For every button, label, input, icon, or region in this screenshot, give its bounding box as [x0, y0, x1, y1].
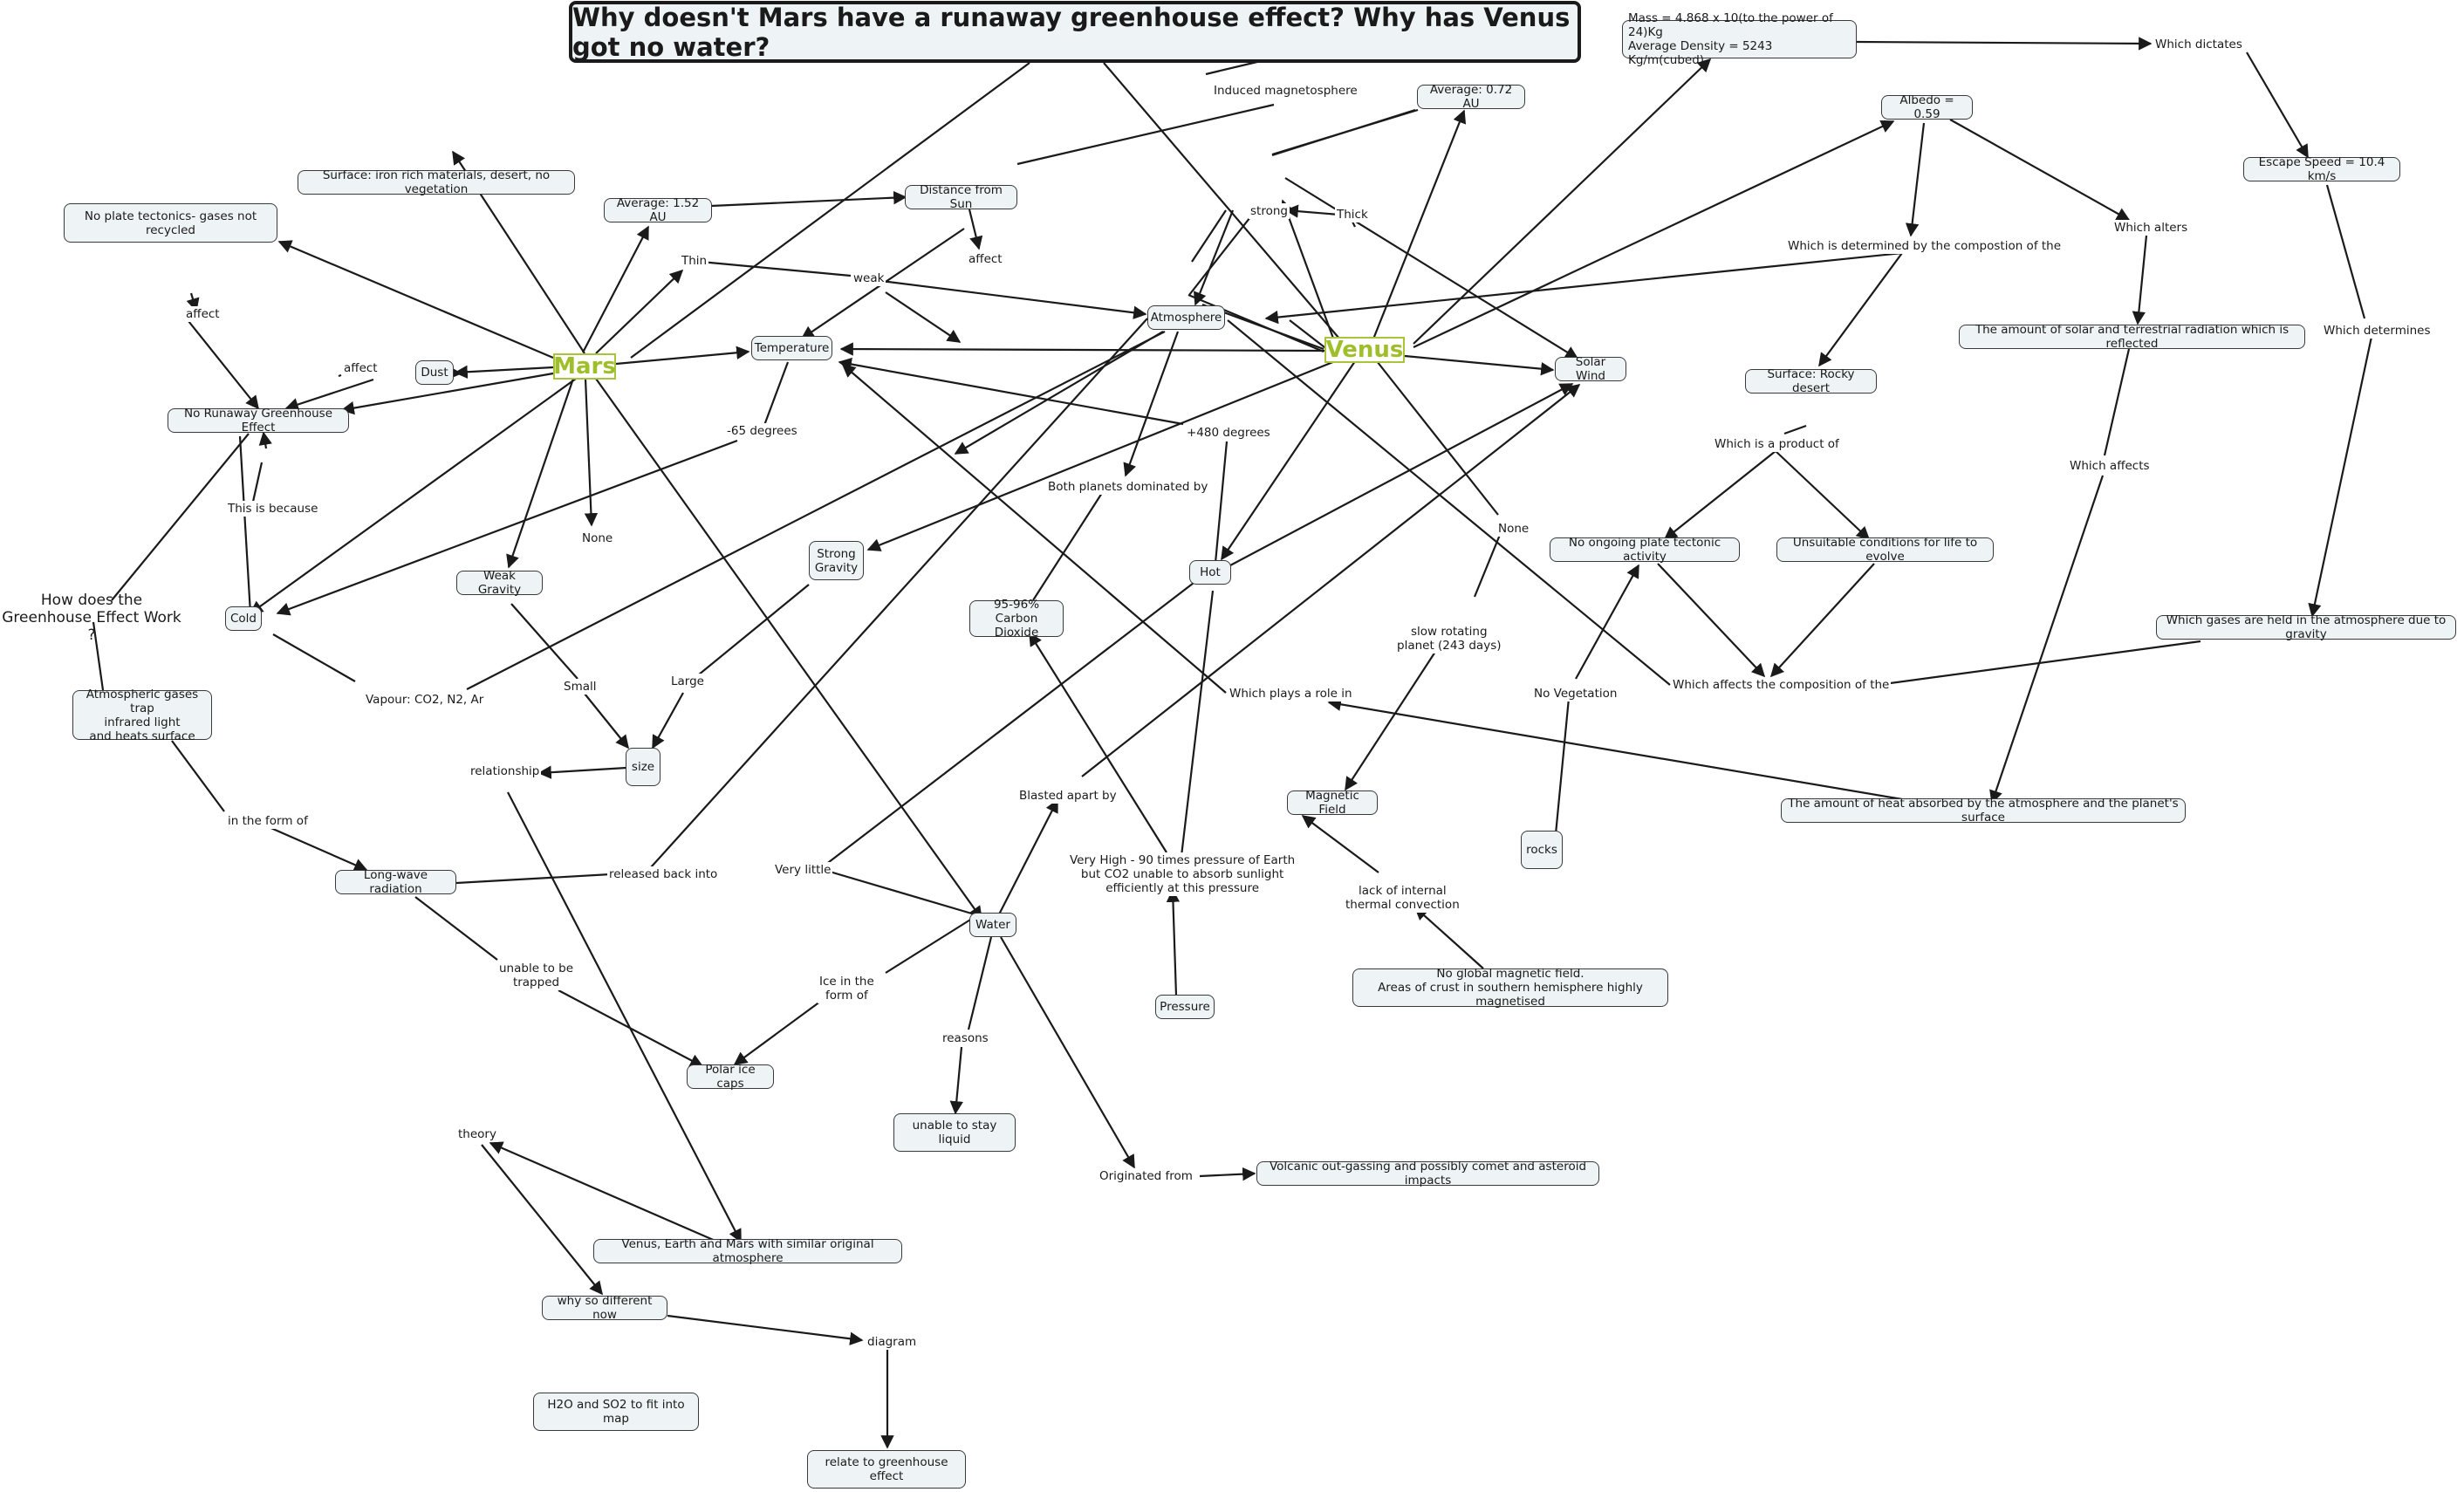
weak-gravity-node[interactable]: Weak Gravity — [456, 569, 543, 597]
albedo-node[interactable]: Albedo = 0.59 — [1881, 93, 1973, 121]
venus-distance-node[interactable]: Average: 0.72 AU — [1417, 83, 1525, 111]
link-unable-trapped: unable to be trapped — [497, 961, 576, 990]
size-node[interactable]: size — [626, 748, 660, 786]
link-diagram: diagram — [866, 1334, 919, 1350]
dust-node[interactable]: Dust — [415, 360, 454, 385]
link-this-is-because: This is because — [226, 501, 320, 517]
link-no-vegetation: No Vegetation — [1532, 686, 1619, 702]
long-wave-node[interactable]: Long-wave radiation — [335, 868, 456, 896]
rocks-node[interactable]: rocks — [1521, 831, 1563, 869]
link-how-greenhouse: How does the Greenhouse Effect Work ? — [2, 592, 181, 644]
unable-liquid-node[interactable]: unable to stay liquid — [893, 1113, 1016, 1152]
escape-speed-node[interactable]: Escape Speed = 10.4 km/s — [2243, 155, 2400, 183]
unsuitable-life-node[interactable]: Unsuitable conditions for life to evolve — [1776, 536, 1994, 564]
link-blasted-apart: Blasted apart by — [1017, 788, 1119, 804]
link-which-dictates: Which dictates — [2153, 37, 2244, 52]
volcanic-node[interactable]: Volcanic out-gassing and possibly comet … — [1256, 1160, 1599, 1187]
link-none-venus: None — [1496, 521, 1531, 537]
link-affect-top: affect — [967, 251, 1004, 267]
surface-rocky-node[interactable]: Surface: Rocky desert — [1745, 367, 1877, 395]
mass-density-node[interactable]: Mass = 4.868 x 10(to the power of 24)Kg … — [1622, 11, 1857, 67]
link-which-alters: Which alters — [2112, 220, 2190, 236]
link-large: Large — [669, 674, 706, 689]
link-originated-from: Originated from — [1098, 1168, 1194, 1184]
gases-held-node[interactable]: Which gases are held in the atmosphere d… — [2156, 613, 2456, 641]
temperature-node[interactable]: Temperature — [751, 336, 832, 360]
atmosphere-node[interactable]: Atmosphere — [1147, 305, 1225, 330]
link-affect-dust: affect — [342, 360, 380, 376]
link-vapour: Vapour: CO2, N2, Ar — [364, 692, 486, 708]
greenhouse-trap-node[interactable]: Atmospheric gases trap infrared light an… — [72, 688, 212, 743]
mars-surface-node[interactable]: Surface: iron rich materials, desert, no… — [298, 168, 575, 196]
link-strong: strong — [1249, 203, 1290, 219]
link-in-form-of: in the form of — [226, 813, 310, 829]
cold-node[interactable]: Cold — [225, 606, 262, 631]
similar-atmosphere-node[interactable]: Venus, Earth and Mars with similar origi… — [593, 1237, 902, 1265]
no-ongoing-tectonic-node[interactable]: No ongoing plate tectonic activity — [1550, 536, 1740, 564]
magnetic-field-node[interactable]: Magnetic Field — [1287, 789, 1378, 817]
link-small: Small — [562, 679, 599, 695]
link-induced-magnetosphere: Induced magnetosphere — [1212, 83, 1359, 99]
link-which-product: Which is a product of — [1713, 436, 1841, 452]
planet-venus[interactable]: Venus — [1324, 337, 1405, 363]
link-theory: theory — [456, 1126, 498, 1142]
heat-absorbed-node[interactable]: The amount of heat absorbed by the atmos… — [1781, 797, 2186, 825]
radiation-reflected-node[interactable]: The amount of solar and terrestrial radi… — [1959, 323, 2305, 351]
polar-ice-node[interactable]: Polar ice caps — [687, 1063, 774, 1091]
link-which-affects-comp: Which affects the composition of the — [1671, 677, 1892, 693]
distance-from-sun-node[interactable]: Distance from Sun — [905, 183, 1017, 211]
pressure-node[interactable]: Pressure — [1155, 995, 1215, 1019]
link-lack-internal: lack of internal thermal convection — [1344, 883, 1461, 913]
link-released-back: released back into — [607, 866, 720, 882]
water-node[interactable]: Water — [969, 913, 1016, 937]
map-title: Why doesn't Mars have a runaway greenhou… — [569, 1, 1581, 63]
link-relationship: relationship — [469, 763, 542, 779]
no-global-magnetic-node[interactable]: No global magnetic field. Areas of crust… — [1352, 967, 1668, 1009]
link-weak: weak — [852, 270, 886, 286]
link-none-mars: None — [580, 530, 615, 546]
no-plate-tectonics-node[interactable]: No plate tectonics- gases not recycled — [64, 203, 277, 243]
strong-gravity-node[interactable]: Strong Gravity — [809, 541, 864, 580]
link-which-determines: Which determines — [2322, 323, 2433, 339]
link-very-little: Very little — [773, 862, 833, 878]
link-slow-rotating: slow rotating planet (243 days) — [1395, 624, 1503, 654]
link-which-affects: Which affects — [2068, 458, 2152, 474]
link-affect-left: affect — [184, 306, 222, 322]
planet-mars[interactable]: Mars — [553, 353, 616, 380]
solar-wind-node[interactable]: Solar Wind — [1555, 355, 1626, 383]
hot-node[interactable]: Hot — [1189, 560, 1231, 585]
carbon-dioxide-node[interactable]: 95-96% Carbon Dioxide — [969, 598, 1064, 640]
link-very-high: Very High - 90 times pressure of Earth b… — [1068, 852, 1297, 896]
link-ice-form: Ice in the form of — [818, 974, 876, 1003]
mars-distance-node[interactable]: Average: 1.52 AU — [604, 196, 712, 224]
no-runaway-node[interactable]: No Runaway Greenhouse Effect — [168, 407, 349, 435]
link-both-planets: Both planets dominated by — [1046, 479, 1210, 495]
relate-greenhouse-node[interactable]: relate to greenhouse effect — [807, 1450, 966, 1489]
link-minus-65: -65 degrees — [725, 423, 799, 439]
link-thin: Thin — [680, 253, 709, 269]
link-thick: Thick — [1335, 207, 1370, 222]
link-plus-480: +480 degrees — [1185, 425, 1272, 441]
link-which-determined: Which is determined by the compostion of… — [1786, 238, 2064, 254]
why-different-node[interactable]: why so different now — [542, 1294, 667, 1322]
link-reasons: reasons — [941, 1030, 990, 1046]
link-which-plays: Which plays a role in — [1228, 686, 1354, 702]
h2o-so2-node[interactable]: H2O and SO2 to fit into map — [533, 1393, 699, 1431]
